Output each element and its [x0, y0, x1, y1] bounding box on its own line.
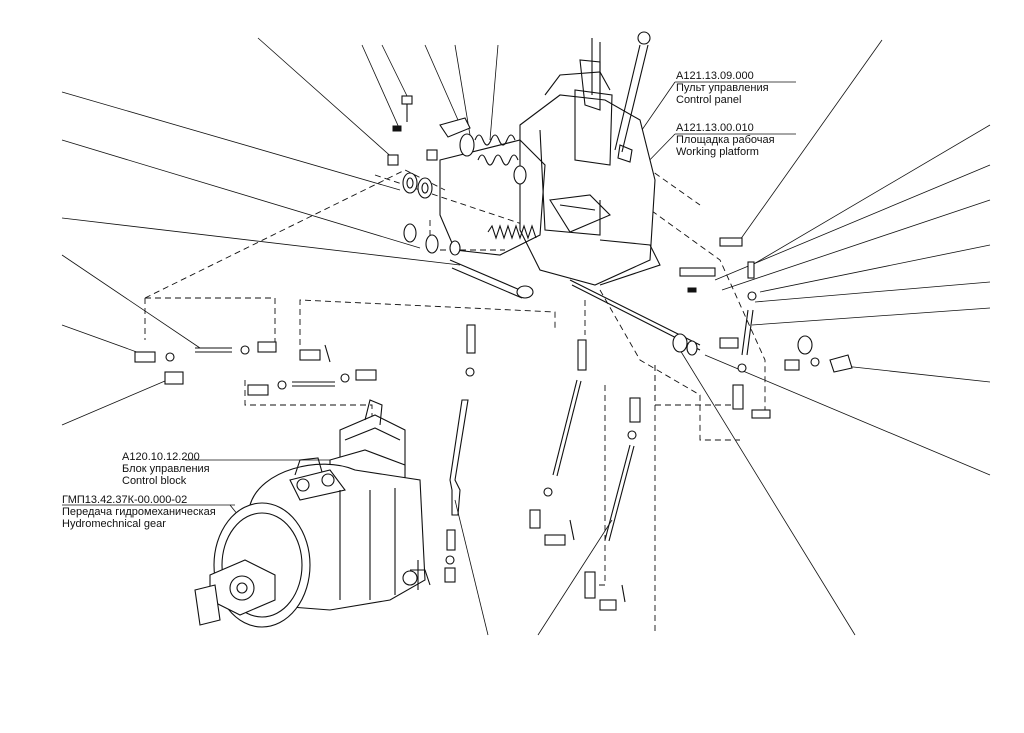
callout-english: Working platform: [676, 146, 759, 158]
callout-english: Control block: [122, 475, 187, 487]
callout-control-panel: А121.13.09.000 Пульт управления Control …: [676, 70, 769, 106]
callout-russian: Пульт управления: [676, 82, 769, 94]
callout-working-platform: А121.13.00.010 Площадка рабочая Working …: [676, 122, 775, 158]
left-side-parts: [134, 341, 377, 396]
control-panel-assembly: [519, 31, 661, 286]
callout-code: ГМП13.42.37К-00.000-02: [62, 494, 188, 506]
right-side-parts: [679, 237, 853, 419]
callout-hydromechanical-gear: ГМП13.42.37К-00.000-02 Передача гидромех…: [62, 494, 216, 530]
upper-mechanism-parts: [387, 95, 701, 356]
leader-lines: [61, 37, 991, 636]
callout-russian: Площадка рабочая: [676, 134, 775, 146]
callout-russian: Блок управления: [122, 463, 210, 475]
linkage-rods: [444, 324, 641, 611]
transmission-assembly: [194, 399, 431, 628]
callout-control-block: А120.10.12.200 Блок управления Control b…: [122, 451, 210, 487]
callout-russian: Передача гидромеханическая: [62, 506, 216, 518]
callout-code: А121.13.09.000: [676, 70, 754, 82]
callout-english: Control panel: [676, 94, 742, 106]
callout-code: А120.10.12.200: [122, 451, 200, 463]
callout-english: Hydromechnical gear: [62, 518, 166, 530]
callout-code: А121.13.00.010: [676, 122, 754, 134]
